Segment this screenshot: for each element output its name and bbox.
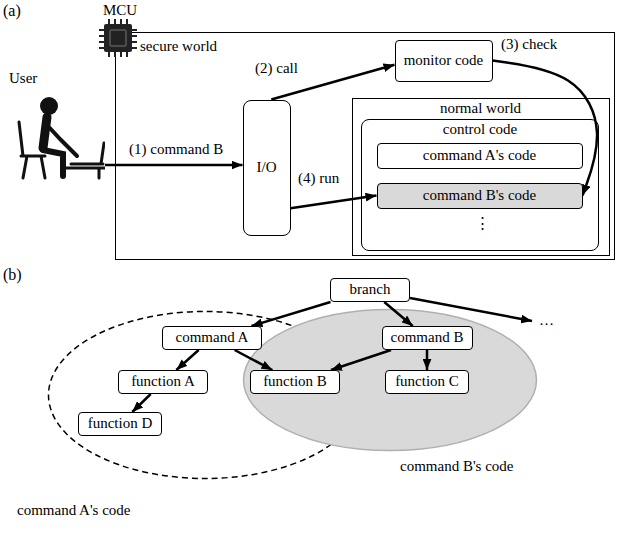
edge-label: (1) command B [128, 141, 224, 157]
branch-box: branch [330, 278, 410, 302]
arrow-connector [132, 394, 150, 412]
box-label: command A's code [419, 147, 541, 164]
region-title: normal world [353, 99, 609, 117]
io-box: I/O [243, 100, 291, 236]
arrow-connector [291, 196, 377, 209]
normal-world-box: command A's code command B's code control … [352, 98, 610, 256]
box-label: User [9, 70, 37, 87]
command-code-box: command A's code [377, 143, 583, 169]
person-at-desk-icon [5, 70, 105, 180]
function-box: function A [118, 370, 208, 394]
box-label: function B [259, 373, 331, 390]
ellipsis-mark: … [538, 312, 555, 328]
box-label: I/O [253, 159, 281, 176]
command-code-box: command B's code [377, 183, 583, 209]
label-holder: MCU [102, 2, 138, 19]
panel-label: (b) [2, 266, 23, 283]
ellipsis-mark: ⋮ [474, 215, 491, 231]
label-holder: (2) call [254, 60, 299, 77]
control-code-box: command A's code command B's code control … [361, 119, 599, 251]
box-label: function A [127, 373, 199, 390]
arrow-connector [426, 350, 429, 370]
more-branch-arrow [410, 298, 532, 321]
command-box: command B [382, 326, 473, 350]
label-holder: (3) check [500, 36, 558, 53]
box-label: command A [172, 329, 253, 346]
function-box: function C [385, 370, 469, 394]
box-label: command B [387, 329, 468, 346]
region-title: control code [362, 120, 598, 138]
label-holder: ⋮ [474, 214, 491, 232]
label-holder: (a) [2, 2, 22, 20]
box-label: branch [346, 281, 395, 298]
command-box: command A [162, 326, 262, 350]
edge-label: (3) check [500, 36, 558, 52]
edge-label: (2) call [254, 60, 299, 76]
label-holder: (4) run [297, 170, 340, 187]
mcu-chip-icon [99, 19, 137, 57]
box-label: function D [84, 415, 157, 432]
user-figure: User [5, 70, 105, 180]
panel-label: (a) [2, 2, 22, 19]
arrow-connector [105, 164, 243, 167]
box-label: command B's code [419, 187, 541, 204]
function-box: function B [250, 370, 340, 394]
monitor-code-box: monitor code [395, 40, 493, 82]
arrow-connector [176, 350, 198, 370]
box-label: monitor code [400, 52, 488, 69]
function-box: function D [78, 412, 162, 436]
label-holder: … [538, 312, 555, 329]
region-label: command B's code [400, 458, 514, 475]
box-label: function C [391, 373, 463, 390]
region-label: command A's code [17, 502, 131, 519]
chip-label: MCU [102, 2, 138, 18]
label-holder: (b) [2, 266, 23, 284]
edge-label: (4) run [297, 170, 340, 186]
label-holder: (1) command B [128, 141, 224, 158]
